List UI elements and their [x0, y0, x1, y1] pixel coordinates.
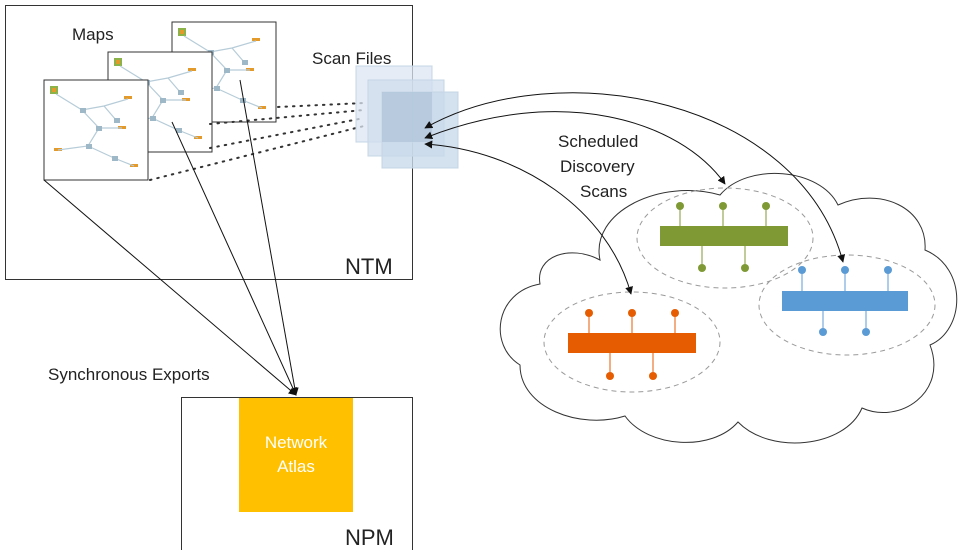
- ntm-label: NTM: [345, 254, 393, 279]
- npm-label: NPM: [345, 525, 394, 550]
- discovery-label: Discovery: [560, 157, 635, 176]
- network-orange: [543, 291, 721, 393]
- network-atlas-line1: Network: [264, 433, 328, 452]
- scans-label: Scans: [580, 182, 628, 201]
- map-thumbnail: [43, 79, 149, 181]
- scan-files-label: Scan Files: [312, 49, 392, 68]
- network-atlas-line2: Atlas: [277, 457, 315, 476]
- export-arrows: [43, 79, 299, 396]
- network-atlas-box: Network Atlas: [239, 398, 353, 512]
- maps-label: Maps: [72, 25, 114, 44]
- scheduled-label: Scheduled: [558, 132, 639, 151]
- network-blue: [758, 254, 936, 356]
- map-scan-links: [149, 102, 365, 181]
- npm-frame: [181, 397, 413, 550]
- scan-files-stack: [355, 65, 459, 169]
- scan-arrows: [424, 92, 846, 295]
- synchronous-exports-label: Synchronous Exports: [48, 365, 210, 384]
